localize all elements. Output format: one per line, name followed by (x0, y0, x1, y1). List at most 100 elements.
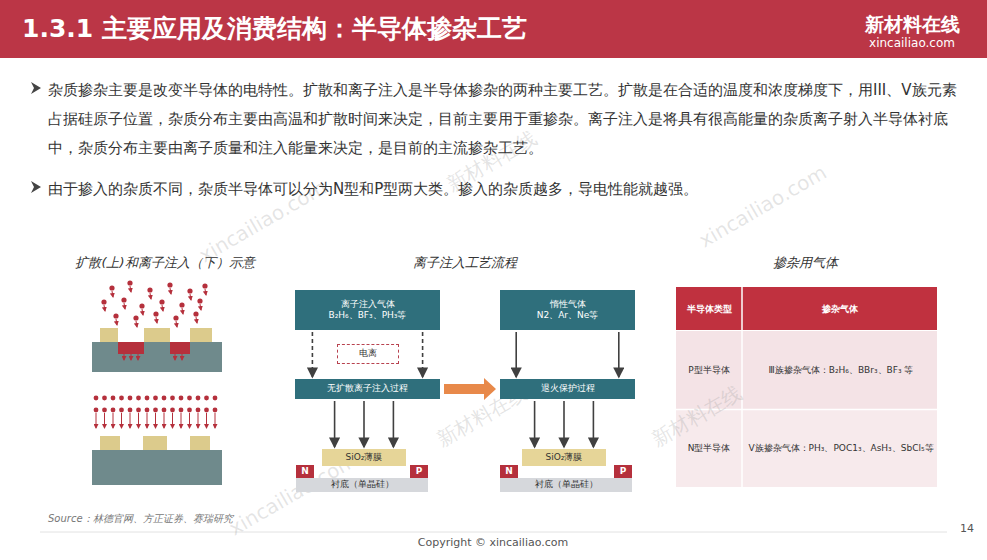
bullet-text: 杂质掺杂主要是改变半导体的电特性。扩散和离子注入是半导体掺杂的两种主要工艺。扩散… (48, 76, 968, 163)
logo-text: 新材料在线 (842, 12, 982, 38)
node-text: B₂H₆、BF₃、PH₃等 (329, 310, 407, 321)
node-text: 无扩散离子注入过程 (327, 383, 408, 394)
dopant-arrow (104, 305, 105, 311)
title-bar (0, 0, 987, 58)
bullet-text: 由于掺入的杂质不同，杂质半导体可以分为N型和P型两大类。掺入的杂质越多，导电性能… (48, 175, 968, 204)
copyright: Copyright © xincailiao.com (393, 536, 593, 549)
dopant-dot (113, 313, 118, 318)
dopant-arrow (200, 304, 201, 310)
ion-dot (102, 396, 107, 401)
dopant-dot (202, 283, 207, 288)
ion-dot (128, 408, 133, 413)
ion-arrow (138, 413, 139, 428)
dopant-dot (147, 287, 152, 292)
dopant-arrow (170, 288, 171, 294)
table-row (676, 410, 937, 487)
ion-dot (119, 408, 124, 413)
mask-block (190, 436, 210, 450)
ion-dot (153, 396, 158, 401)
ion-arrow (130, 413, 131, 428)
table-cell: N型半导体 (676, 442, 742, 455)
ion-arrow (104, 413, 105, 428)
node-text: N (301, 466, 309, 477)
connector-line (312, 332, 314, 377)
dopant-arrow (150, 293, 151, 299)
ion-dot (204, 408, 209, 413)
table-cell: P型半导体 (676, 364, 742, 377)
table-header (676, 287, 937, 330)
p-region: P (410, 465, 428, 478)
dopant-arrow (205, 289, 206, 295)
ion-dot (145, 408, 150, 413)
dopant-dot (173, 315, 178, 320)
ion-dot (170, 396, 175, 401)
mask-block (144, 328, 170, 342)
connector (535, 401, 594, 447)
ion-dot (196, 408, 201, 413)
ion-dot (187, 408, 192, 413)
node-text: N (505, 466, 513, 477)
dopant-arrow (112, 291, 113, 297)
table-cell: Ⅲ族掺杂气体：B₂H₆、BBr₃、BF₃ 等 (746, 364, 936, 377)
dopant-dot (197, 298, 202, 303)
diffusion-arrow (182, 346, 183, 360)
dopant-arrow (162, 305, 163, 311)
ion-arrow (206, 413, 207, 428)
dopant-dot (159, 299, 164, 304)
node-text: SiO₂薄膜 (346, 452, 383, 463)
dopant-dot (127, 280, 132, 285)
page-title: 1.3.1 主要应用及消费结构：半导体掺杂工艺 (22, 12, 527, 45)
connector-line (363, 401, 365, 447)
node-text: N2、Ar、Ne等 (537, 310, 599, 321)
ion-dot (94, 396, 99, 401)
node-text: 离子注入气体 (341, 299, 395, 310)
node-text: 退火保护过程 (541, 383, 595, 394)
node-text: 衬底（单晶硅） (331, 479, 394, 490)
ion-dot (213, 396, 218, 401)
diffusion-arrow (131, 346, 132, 360)
ion-dot (111, 396, 116, 401)
mask-block (143, 436, 167, 450)
connector-line (593, 401, 595, 447)
dopant-arrow (196, 317, 197, 323)
connector (335, 401, 394, 447)
watermark: xincailiao.com (695, 152, 846, 253)
dopant-dot (109, 285, 114, 290)
connector-line (422, 332, 424, 377)
dopant-dot (193, 311, 198, 316)
dopant-dot (187, 288, 192, 293)
connector-line (618, 332, 620, 377)
ion-dot (94, 408, 99, 413)
dopant-arrow (190, 294, 191, 300)
diffusion-implant-illustration (92, 280, 222, 485)
ionize-box: 电离 (337, 344, 399, 364)
doped-region (170, 342, 190, 354)
table-cell: Ⅴ族掺杂气体：PH₃、POC1₃、AsH₃、SbCl₅等 (746, 442, 936, 455)
ion-dot (204, 396, 209, 401)
dopant-dot (121, 297, 126, 302)
mask-block (100, 436, 120, 450)
ion-dot (136, 396, 141, 401)
process-box: 退火保护过程 (500, 379, 635, 399)
ion-arrow (181, 413, 182, 428)
figure-subtitle: 离子注入工艺流程 (360, 254, 570, 272)
process-box: 离子注入气体B₂H₆、BF₃、PH₃等 (295, 290, 440, 330)
ion-arrow (198, 413, 199, 428)
dopant-dot (101, 299, 106, 304)
ion-dot (162, 408, 167, 413)
ion-dot (153, 408, 158, 413)
substrate-band: 衬底（单晶硅） (296, 478, 428, 492)
figure-subtitle: 扩散(上)和离子注入（下）示意 (60, 254, 270, 272)
watermark: 新材料在线 (647, 364, 773, 452)
ion-arrow (164, 413, 165, 428)
p-region: P (614, 465, 632, 478)
ion-arrow (113, 413, 114, 428)
figure-subtitle: 掺杂用气体 (700, 254, 910, 272)
dopant-arrow (176, 321, 177, 327)
diffusion-arrow (138, 346, 139, 360)
dopant-arrow (136, 321, 137, 327)
ion-dot (111, 408, 116, 413)
dopant-arrow (124, 303, 125, 309)
process-box: 无扩散离子注入过程 (295, 379, 440, 399)
